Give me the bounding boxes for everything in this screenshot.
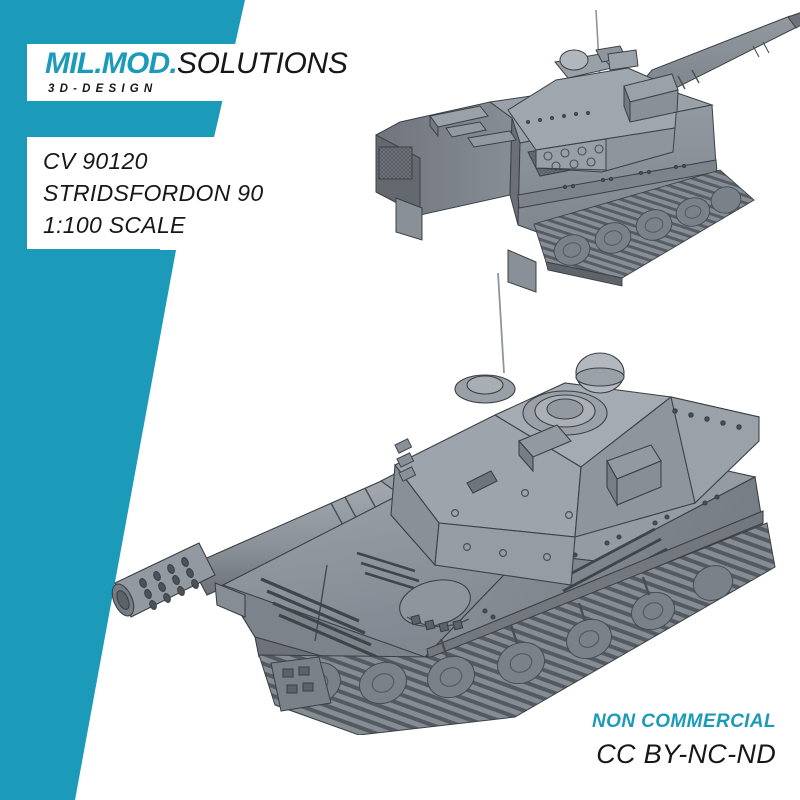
licence-cc-code: CC BY-NC-ND [596,738,776,769]
brand-title-accent: MIL.MOD. [45,47,178,81]
tank-render-front-view [111,272,776,735]
licence-block: NON COMMERCIAL CC BY-NC-ND [592,710,776,772]
info-line-scale: 1:100 SCALE [43,212,186,238]
tank-bottom-muzzle-brake [111,542,216,618]
tank-bottom-turret [379,352,760,586]
tank-render-rear-view [375,10,800,293]
info-line-designation: STRIDSFORDON 90 [43,180,264,206]
brand-title-plain: SOLUTIONS [176,47,348,81]
brand-tagline: 3D-DESIGN [48,83,158,96]
info-line-model: CV 90120 [43,148,148,174]
tank-top-turret [507,45,679,173]
brand-title: MIL.MOD.SOLUTIONS [45,49,419,79]
tank-bottom-track-assembly [258,522,776,735]
licence-non-commercial: NON COMMERCIAL [592,711,776,733]
tank-bottom-antenna [497,272,505,374]
brand-band: MIL.MOD.SOLUTIONS 3D-DESIGN [27,44,419,101]
product-info-band: CV 90120 STRIDSFORDON 90 1:100 SCALE [27,137,387,249]
tank-top-track-assembly [533,169,755,287]
